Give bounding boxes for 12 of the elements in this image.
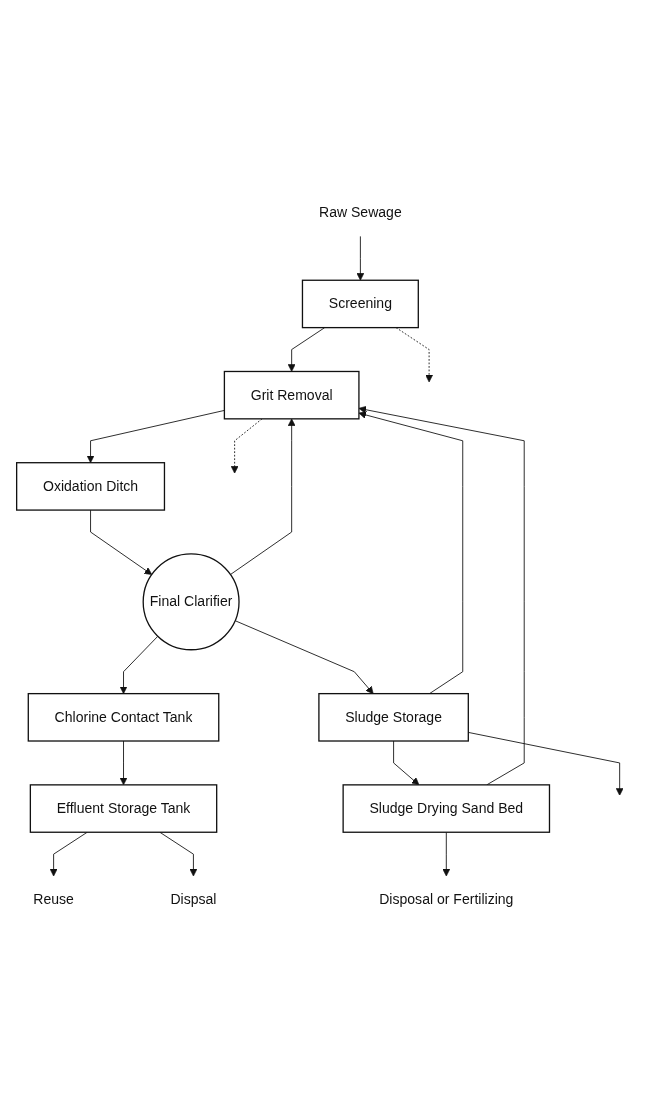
node-text: Reuse bbox=[33, 892, 74, 908]
node-circle: Final Clarifier bbox=[142, 553, 240, 651]
node-box: Sludge Drying Sand Bed bbox=[342, 784, 551, 834]
node-box: Screening bbox=[301, 279, 419, 329]
node-box: Oxidation Ditch bbox=[16, 462, 166, 511]
node-text: Disposal or Fertilizing bbox=[379, 892, 514, 908]
node-box: Grit Removal bbox=[223, 371, 360, 420]
node-box: Effluent Storage Tank bbox=[29, 784, 218, 834]
node-text: Raw Sewage bbox=[319, 205, 402, 220]
node-box: Chlorine Contact Tank bbox=[27, 693, 220, 742]
node-text: Dispsal bbox=[170, 892, 217, 908]
node-box: Sludge Storage bbox=[318, 693, 469, 742]
